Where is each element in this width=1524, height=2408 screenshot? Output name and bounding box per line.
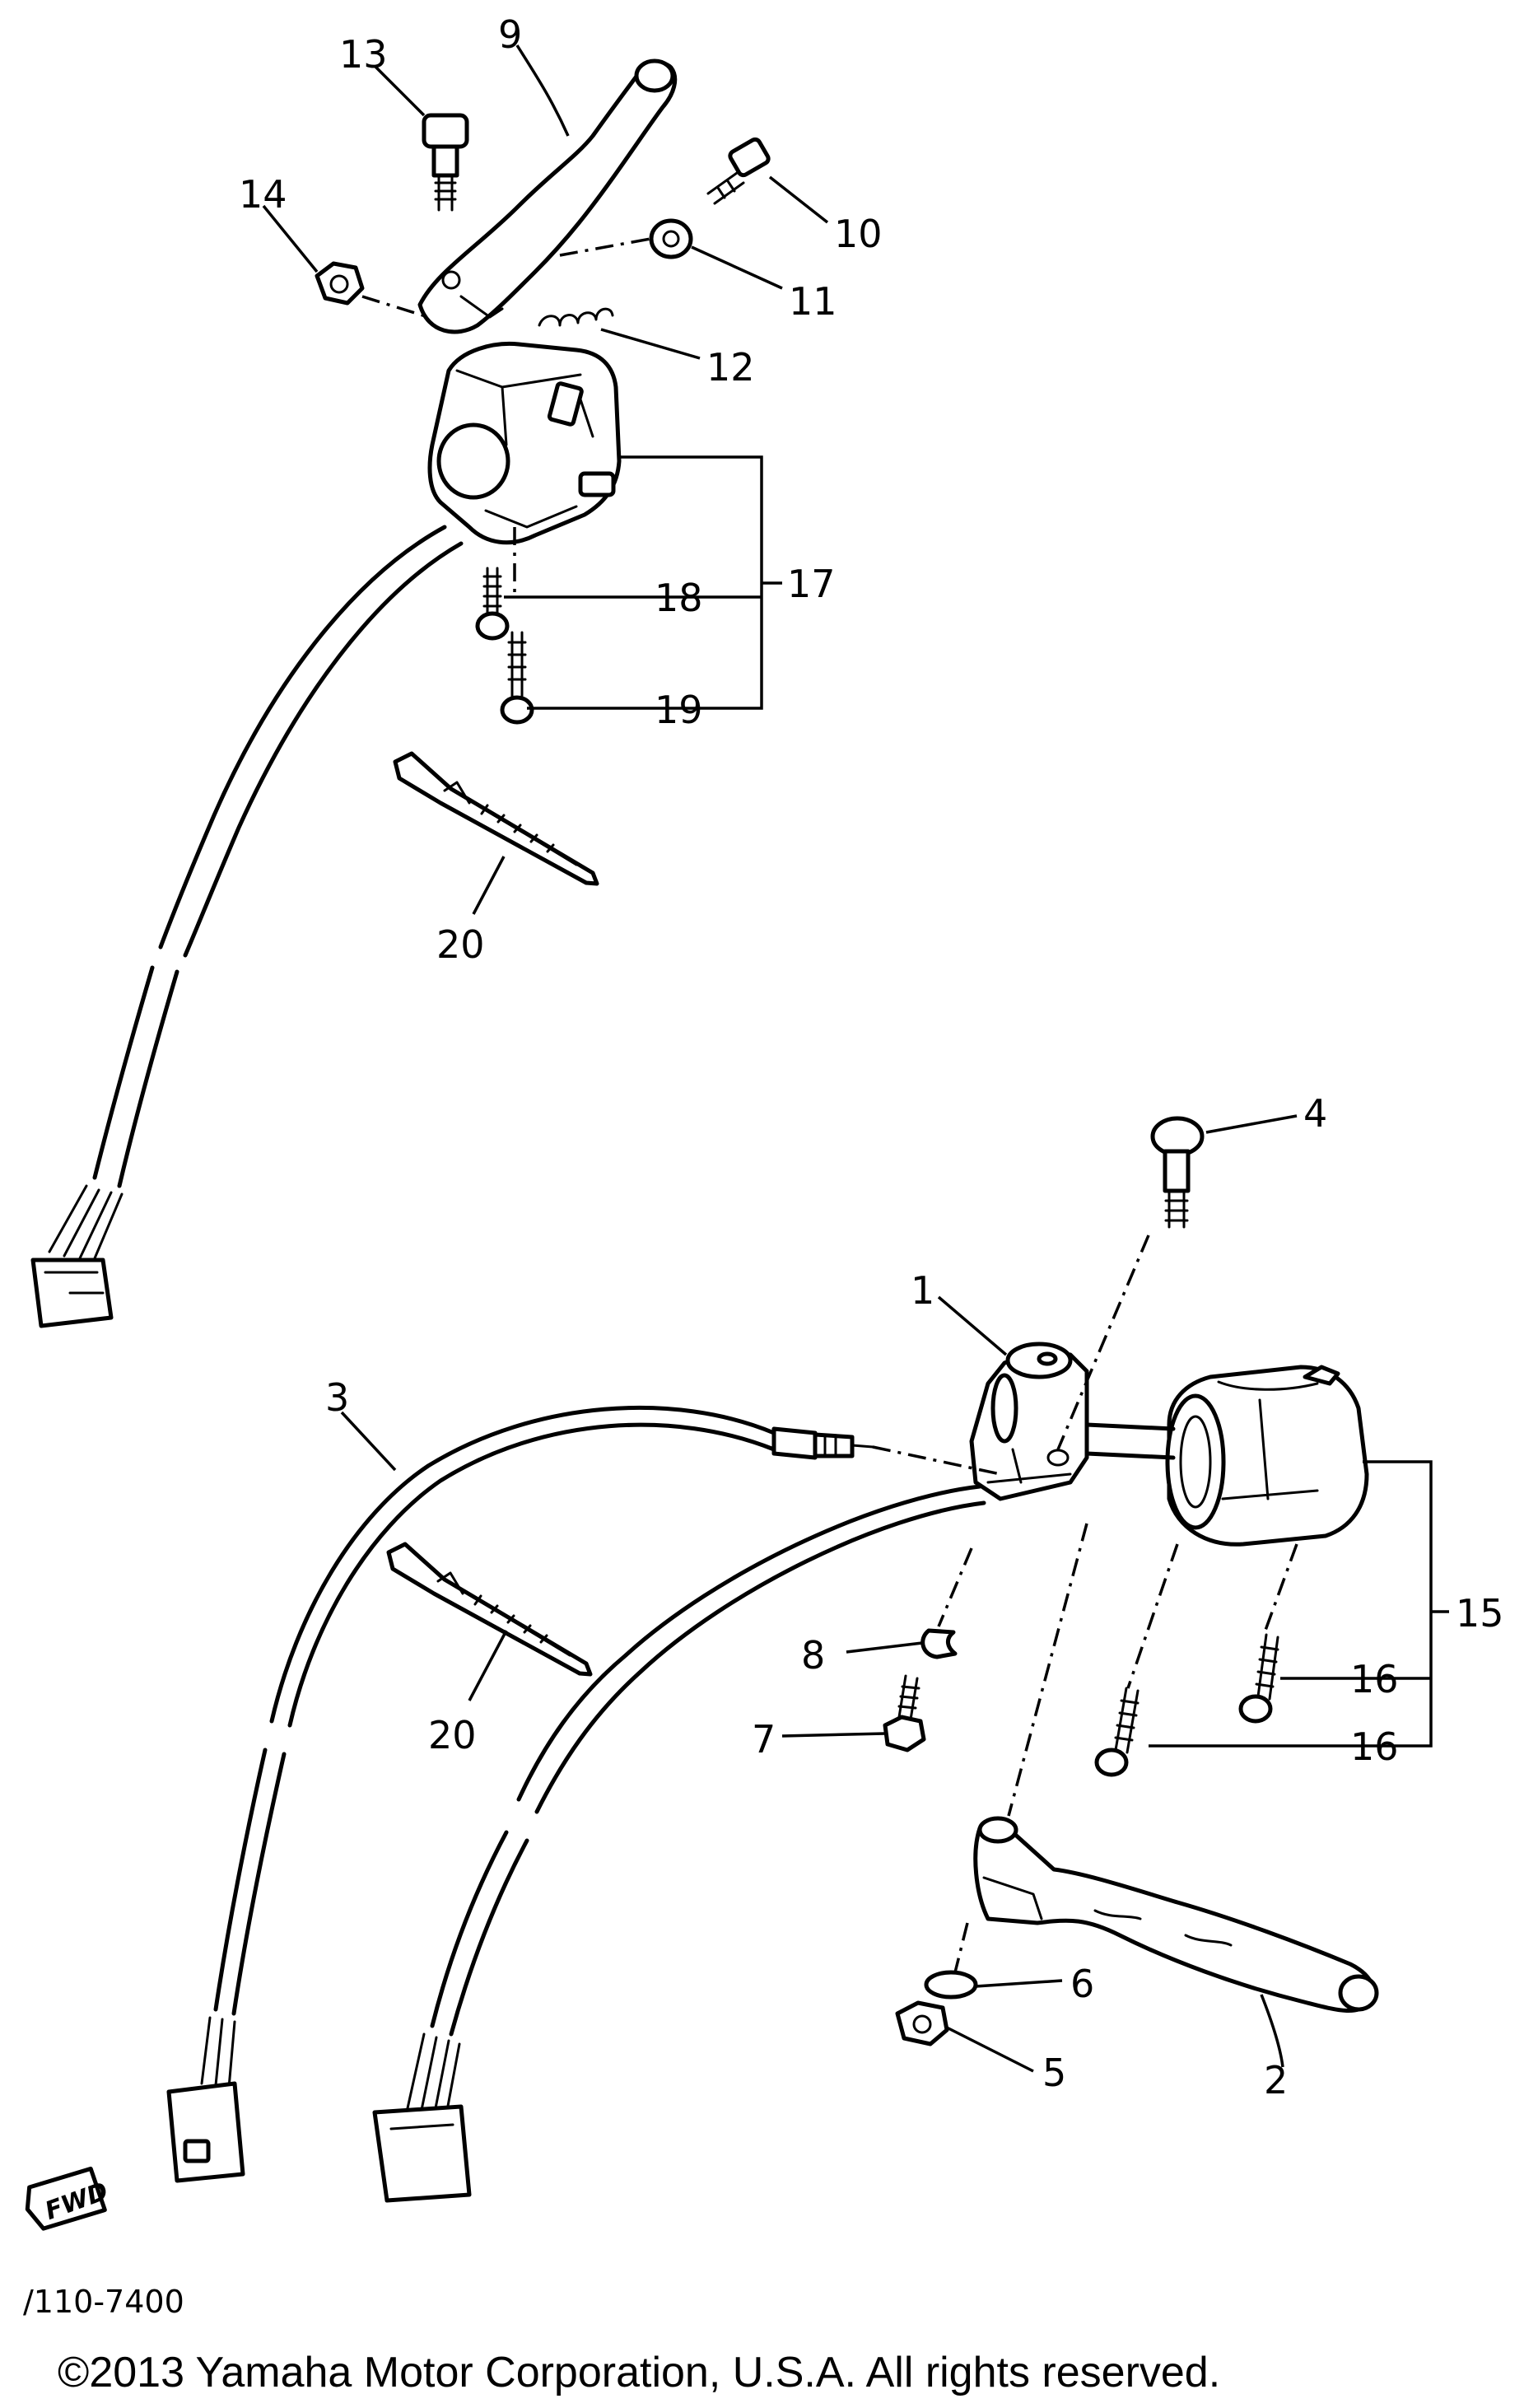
switch-housing-upper [427, 342, 622, 545]
callout-17: 17 [787, 562, 836, 606]
callout-5: 5 [1042, 2051, 1066, 2095]
callout-10: 10 [834, 212, 883, 256]
copyright-notice: ©2013 Yamaha Motor Corporation, U.S.A. A… [58, 2349, 1220, 2396]
bolt-lower-4 [1150, 1116, 1205, 1229]
wire-harness-lower [372, 1484, 986, 2203]
screw-upper-18 [475, 567, 510, 641]
callout-14: 14 [239, 172, 287, 217]
callout-16a: 16 [1350, 1657, 1399, 1701]
callout-6: 6 [1070, 1962, 1094, 2006]
cable-tie-lower [386, 1542, 593, 1677]
callout-20-lower: 20 [428, 1713, 477, 1757]
lever-upper [417, 58, 678, 334]
pivot-bolt-upper [422, 113, 469, 212]
switch-housing-lower [1165, 1365, 1369, 1547]
callout-2: 2 [1264, 2058, 1288, 2102]
figure-reference: /110-7400 [23, 2284, 184, 2320]
screw-lower-16a [1238, 1633, 1279, 1724]
handlebar-tube [1084, 1422, 1176, 1460]
screw-upper-10 [706, 137, 771, 205]
callout-1: 1 [911, 1268, 934, 1313]
lever-bracket [969, 1342, 1089, 1501]
callout-19: 19 [655, 688, 703, 732]
cable-tie-upper [393, 751, 599, 886]
cable-with-connector [166, 1405, 874, 2183]
wire-harness-upper [30, 525, 464, 1328]
forward-direction-emblem: FWD [25, 2166, 112, 2231]
callout-4: 4 [1303, 1091, 1327, 1136]
callout-numbers: 1 2 3 4 5 6 7 8 9 10 11 12 13 14 15 16 1… [239, 12, 1504, 2102]
nut-upper [315, 261, 365, 306]
callout-7: 7 [752, 1717, 776, 1762]
callout-9: 9 [498, 12, 522, 57]
screw-lower-7 [883, 1674, 926, 1752]
leader-lines-upper [262, 44, 829, 915]
nut-lower-5 [895, 2000, 949, 2046]
callout-15: 15 [1456, 1591, 1504, 1636]
callout-13: 13 [339, 32, 388, 77]
callout-3: 3 [325, 1375, 349, 1420]
callout-12: 12 [706, 345, 755, 390]
lever-lower [973, 1816, 1379, 2014]
callout-11: 11 [789, 279, 837, 324]
screw-lower-16b [1094, 1687, 1140, 1777]
callout-18: 18 [655, 576, 703, 620]
callout-20-upper: 20 [436, 922, 485, 967]
screw-upper-19 [500, 631, 534, 725]
spring-upper [538, 307, 614, 327]
leader-lines-lower [340, 1114, 1449, 2073]
washer-lower [924, 1970, 978, 2000]
callout-16b: 16 [1350, 1724, 1399, 1769]
nut-upper-11 [649, 218, 693, 259]
clip-lower [920, 1628, 958, 1659]
callout-8: 8 [801, 1633, 825, 1678]
